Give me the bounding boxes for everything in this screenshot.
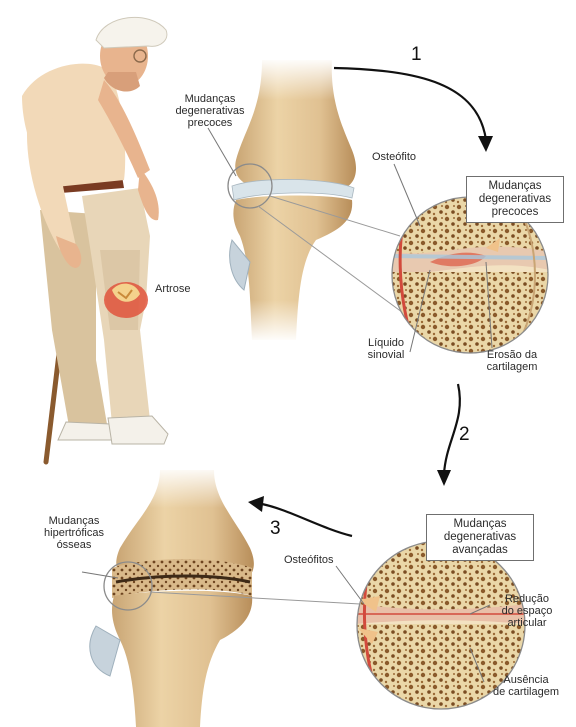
hypertrophic-changes-label: Mudanças hipertróficas ósseas — [28, 515, 120, 551]
progression-arrow-1 — [334, 68, 493, 152]
osteophytes-label: Osteófitos — [284, 554, 334, 566]
synovial-fluid-label: Líquido sinovial — [357, 337, 415, 361]
cartilage-absence-label: Ausência de cartilagem — [484, 674, 568, 698]
progression-arrow-3 — [248, 496, 352, 536]
arthrosis-label: Artrose — [155, 283, 190, 295]
early-changes-knee-label: Mudanças degenerativas precoces — [163, 93, 257, 129]
progression-arrow-2 — [437, 384, 460, 486]
osteophyte-label: Osteófito — [372, 151, 416, 163]
advanced-stage-knee-joint — [82, 466, 360, 727]
joint-space-reduction-label: Redução do espaço articular — [494, 593, 560, 629]
cartilage-erosion-label: Erosão da cartilagem — [478, 349, 546, 373]
step-number-3: 3 — [270, 518, 281, 540]
elderly-man-figure — [22, 17, 168, 462]
step-number-2: 2 — [459, 424, 470, 446]
early-changes-box-label: Mudanças degenerativas precoces — [466, 176, 564, 223]
step-number-1: 1 — [411, 44, 422, 66]
advanced-changes-box-label: Mudanças degenerativas avançadas — [426, 514, 534, 561]
